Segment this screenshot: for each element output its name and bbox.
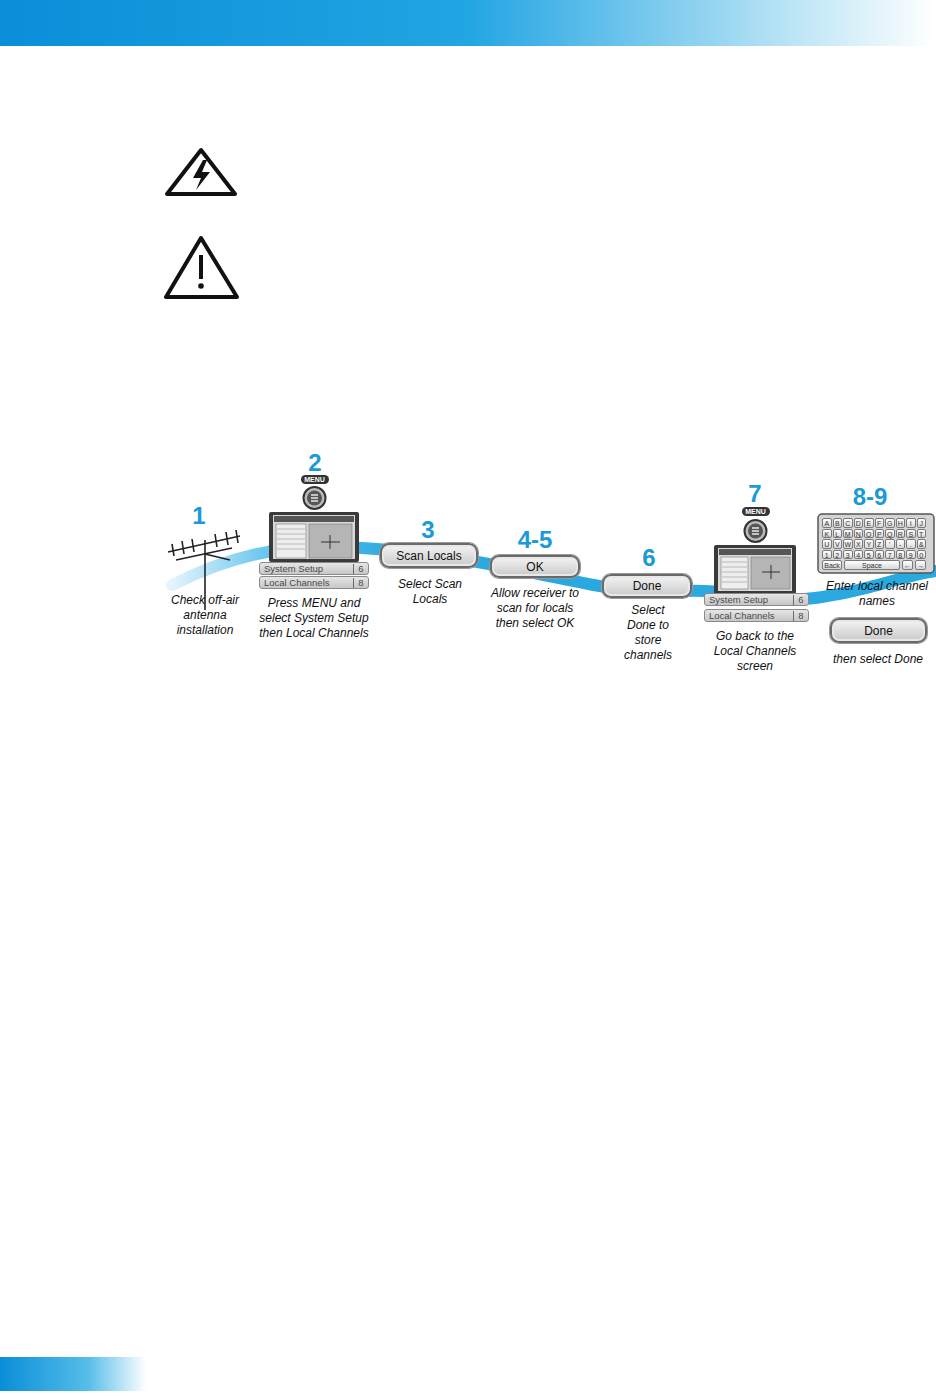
keyboard-key: T xyxy=(917,529,927,539)
keyboard-key: L xyxy=(833,529,843,539)
button-label: Local Channels xyxy=(260,577,353,588)
screen-button: Scan Locals xyxy=(380,543,478,568)
step-caption: Press MENU and select System Setup then … xyxy=(251,596,377,641)
keyboard-key: K xyxy=(822,529,832,539)
keyboard-key: F xyxy=(875,518,885,528)
menu-button xyxy=(745,520,767,542)
step-number: 6 xyxy=(629,545,669,571)
step-caption: Allow receiver to scan for locals then s… xyxy=(489,586,581,631)
keyboard-key: C xyxy=(843,518,853,528)
step-number: 2 xyxy=(295,450,335,476)
keyboard-key: 2 xyxy=(833,550,843,560)
keyboard-key: P xyxy=(875,529,885,539)
menu-item: System Setup6 xyxy=(259,562,369,575)
step-caption: Go back to the Local Channels screen xyxy=(703,629,807,674)
keyboard-key: . xyxy=(906,539,916,549)
button-label: OK xyxy=(526,560,543,574)
keyboard-key: N xyxy=(854,529,864,539)
button-label: Done xyxy=(633,579,662,593)
keyboard-key: Back xyxy=(822,560,842,570)
keyboard-key: B xyxy=(833,518,843,528)
keyboard-key: X xyxy=(854,539,864,549)
keyboard-key: W xyxy=(843,539,853,549)
menu-item: System Setup6 xyxy=(704,593,809,606)
menu-key-label: MENU xyxy=(742,507,770,516)
keyboard-key: - xyxy=(896,539,906,549)
footer-bar xyxy=(0,1357,146,1391)
keyboard-key: I xyxy=(906,518,916,528)
caution-icon xyxy=(166,238,237,297)
screen-button: Done xyxy=(602,574,692,598)
shock-warning-icon xyxy=(167,150,235,194)
screen-button: OK xyxy=(490,555,580,578)
keyboard-key: Y xyxy=(864,539,874,549)
keyboard-key: ← xyxy=(902,560,913,570)
keyboard-key: O xyxy=(864,529,874,539)
step-number: 3 xyxy=(408,517,448,543)
keyboard-key: R xyxy=(896,529,906,539)
screen-button: Done xyxy=(830,618,927,643)
header-bar xyxy=(0,0,936,46)
keyboard-key: 6 xyxy=(875,550,885,560)
item-number: 6 xyxy=(793,595,808,605)
keyboard-key: 7 xyxy=(885,550,895,560)
menu-item: Local Channels8 xyxy=(259,576,369,589)
keyboard-key: & xyxy=(917,539,927,549)
keyboard-key: 0 xyxy=(917,550,927,560)
keyboard-key: 9 xyxy=(906,550,916,560)
keyboard-key: V xyxy=(833,539,843,549)
keyboard-key: A xyxy=(822,518,832,528)
step-number: 1 xyxy=(179,503,219,529)
step-number: 4-5 xyxy=(505,527,565,553)
keyboard-key: 1 xyxy=(822,550,832,560)
keyboard-key: 8 xyxy=(896,550,906,560)
button-label: System Setup xyxy=(260,563,353,574)
keyboard-key: G xyxy=(885,518,895,528)
step-number: 7 xyxy=(735,481,775,507)
keyboard-key: M xyxy=(843,529,853,539)
menu-item: Local Channels8 xyxy=(704,609,809,622)
keyboard-panel xyxy=(818,514,934,573)
item-number: 8 xyxy=(793,611,808,621)
keyboard-key: Q xyxy=(885,529,895,539)
keyboard-key: S xyxy=(906,529,916,539)
keyboard-key: 5 xyxy=(864,550,874,560)
step-caption: then select Done xyxy=(828,652,928,667)
keyboard-key: Z xyxy=(875,539,885,549)
keyboard-key: U xyxy=(822,539,832,549)
keyboard-key: D xyxy=(854,518,864,528)
step-caption: Select Scan Locals xyxy=(388,577,472,607)
keyboard-key: H xyxy=(896,518,906,528)
keyboard-key: 3 xyxy=(843,550,853,560)
keyboard-key: 4 xyxy=(854,550,864,560)
button-label: System Setup xyxy=(705,594,793,605)
tv-screen xyxy=(714,545,796,594)
step-caption: Select Done to store channels xyxy=(617,603,679,663)
step-number: 8-9 xyxy=(840,484,900,510)
step-caption: Check off-air antenna installation xyxy=(163,593,247,638)
keyboard-key: → xyxy=(915,560,926,570)
button-label: Local Channels xyxy=(705,610,793,621)
keyboard-key: ' xyxy=(885,539,895,549)
menu-button xyxy=(304,487,326,509)
button-label: Scan Locals xyxy=(396,549,461,563)
item-number: 6 xyxy=(353,564,368,574)
menu-key-label: MENU xyxy=(301,475,329,484)
button-label: Done xyxy=(864,624,893,638)
keyboard-key: E xyxy=(864,518,874,528)
step-caption: Enter local channel names xyxy=(822,579,932,609)
tv-screen xyxy=(269,512,359,562)
keyboard-key: Space xyxy=(844,560,900,570)
item-number: 8 xyxy=(353,578,368,588)
keyboard-key: J xyxy=(917,518,927,528)
